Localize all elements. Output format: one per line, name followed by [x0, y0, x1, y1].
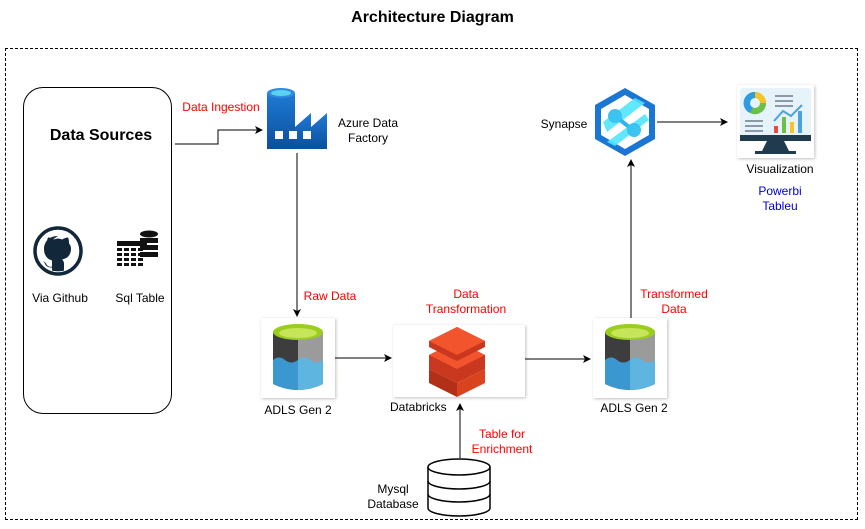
adf-label-line2: Factory [347, 131, 388, 145]
tool-tableau: Tableu [762, 199, 798, 213]
mysql-label: Mysql Database [360, 482, 426, 512]
databricks-label: Databricks [390, 400, 447, 414]
edge-label-transformed-line2: Data [661, 302, 687, 316]
azure-data-factory-icon[interactable] [265, 87, 329, 151]
mysql-database-icon[interactable] [425, 457, 493, 519]
edge-label-transformation-line1: Data [453, 287, 479, 301]
edge-label-enrichment-line1: Table for [478, 427, 526, 441]
adls-storage-icon [273, 324, 323, 390]
adls-storage-icon [605, 324, 655, 390]
data-sources-container [23, 87, 172, 414]
github-icon [32, 225, 84, 277]
adls-transformed-label: ADLS Gen 2 [600, 401, 668, 415]
edge-label-ingestion: Data Ingestion [182, 100, 260, 114]
adls-raw-node[interactable] [261, 318, 335, 398]
adls-transformed-node[interactable] [593, 318, 667, 398]
github-label: Via Github [32, 291, 88, 305]
sql-table-icon [115, 229, 160, 271]
synapse-icon[interactable] [593, 86, 657, 158]
edge-label-transformed: Transformed Data [630, 287, 718, 317]
mysql-label-line1: Mysql [377, 482, 409, 496]
databricks-node[interactable] [393, 325, 525, 397]
adls-raw-label: ADLS Gen 2 [264, 403, 332, 417]
mysql-label-line2: Database [367, 497, 419, 511]
diagram-boundary [5, 48, 858, 520]
visualization-label: Visualization [746, 162, 814, 176]
adf-label: Azure Data Factory [330, 116, 406, 146]
dashboard-monitor-icon [740, 88, 811, 154]
diagram-title: Architecture Diagram [351, 9, 514, 26]
databricks-icon [429, 327, 485, 397]
tool-powerbi: Powerbi [758, 184, 802, 198]
edge-label-transformation-line2: Transformation [425, 302, 507, 316]
edge-label-enrichment: Table for Enrichment [462, 427, 542, 457]
sql-table-label: Sql Table [115, 291, 165, 305]
data-sources-title: Data Sources [49, 127, 153, 144]
visualization-tools: Powerbi Tableu [740, 184, 820, 214]
visualization-node[interactable] [737, 85, 814, 158]
edge-label-transformation: Data Transformation [386, 287, 546, 317]
edge-label-transformed-line1: Transformed [640, 287, 708, 301]
edge-label-enrichment-line2: Enrichment [471, 442, 533, 456]
synapse-label: Synapse [540, 117, 588, 131]
edge-sources-to-adf [175, 126, 263, 145]
adf-label-line1: Azure Data [337, 116, 399, 130]
edge-label-raw-data: Raw Data [303, 289, 357, 303]
